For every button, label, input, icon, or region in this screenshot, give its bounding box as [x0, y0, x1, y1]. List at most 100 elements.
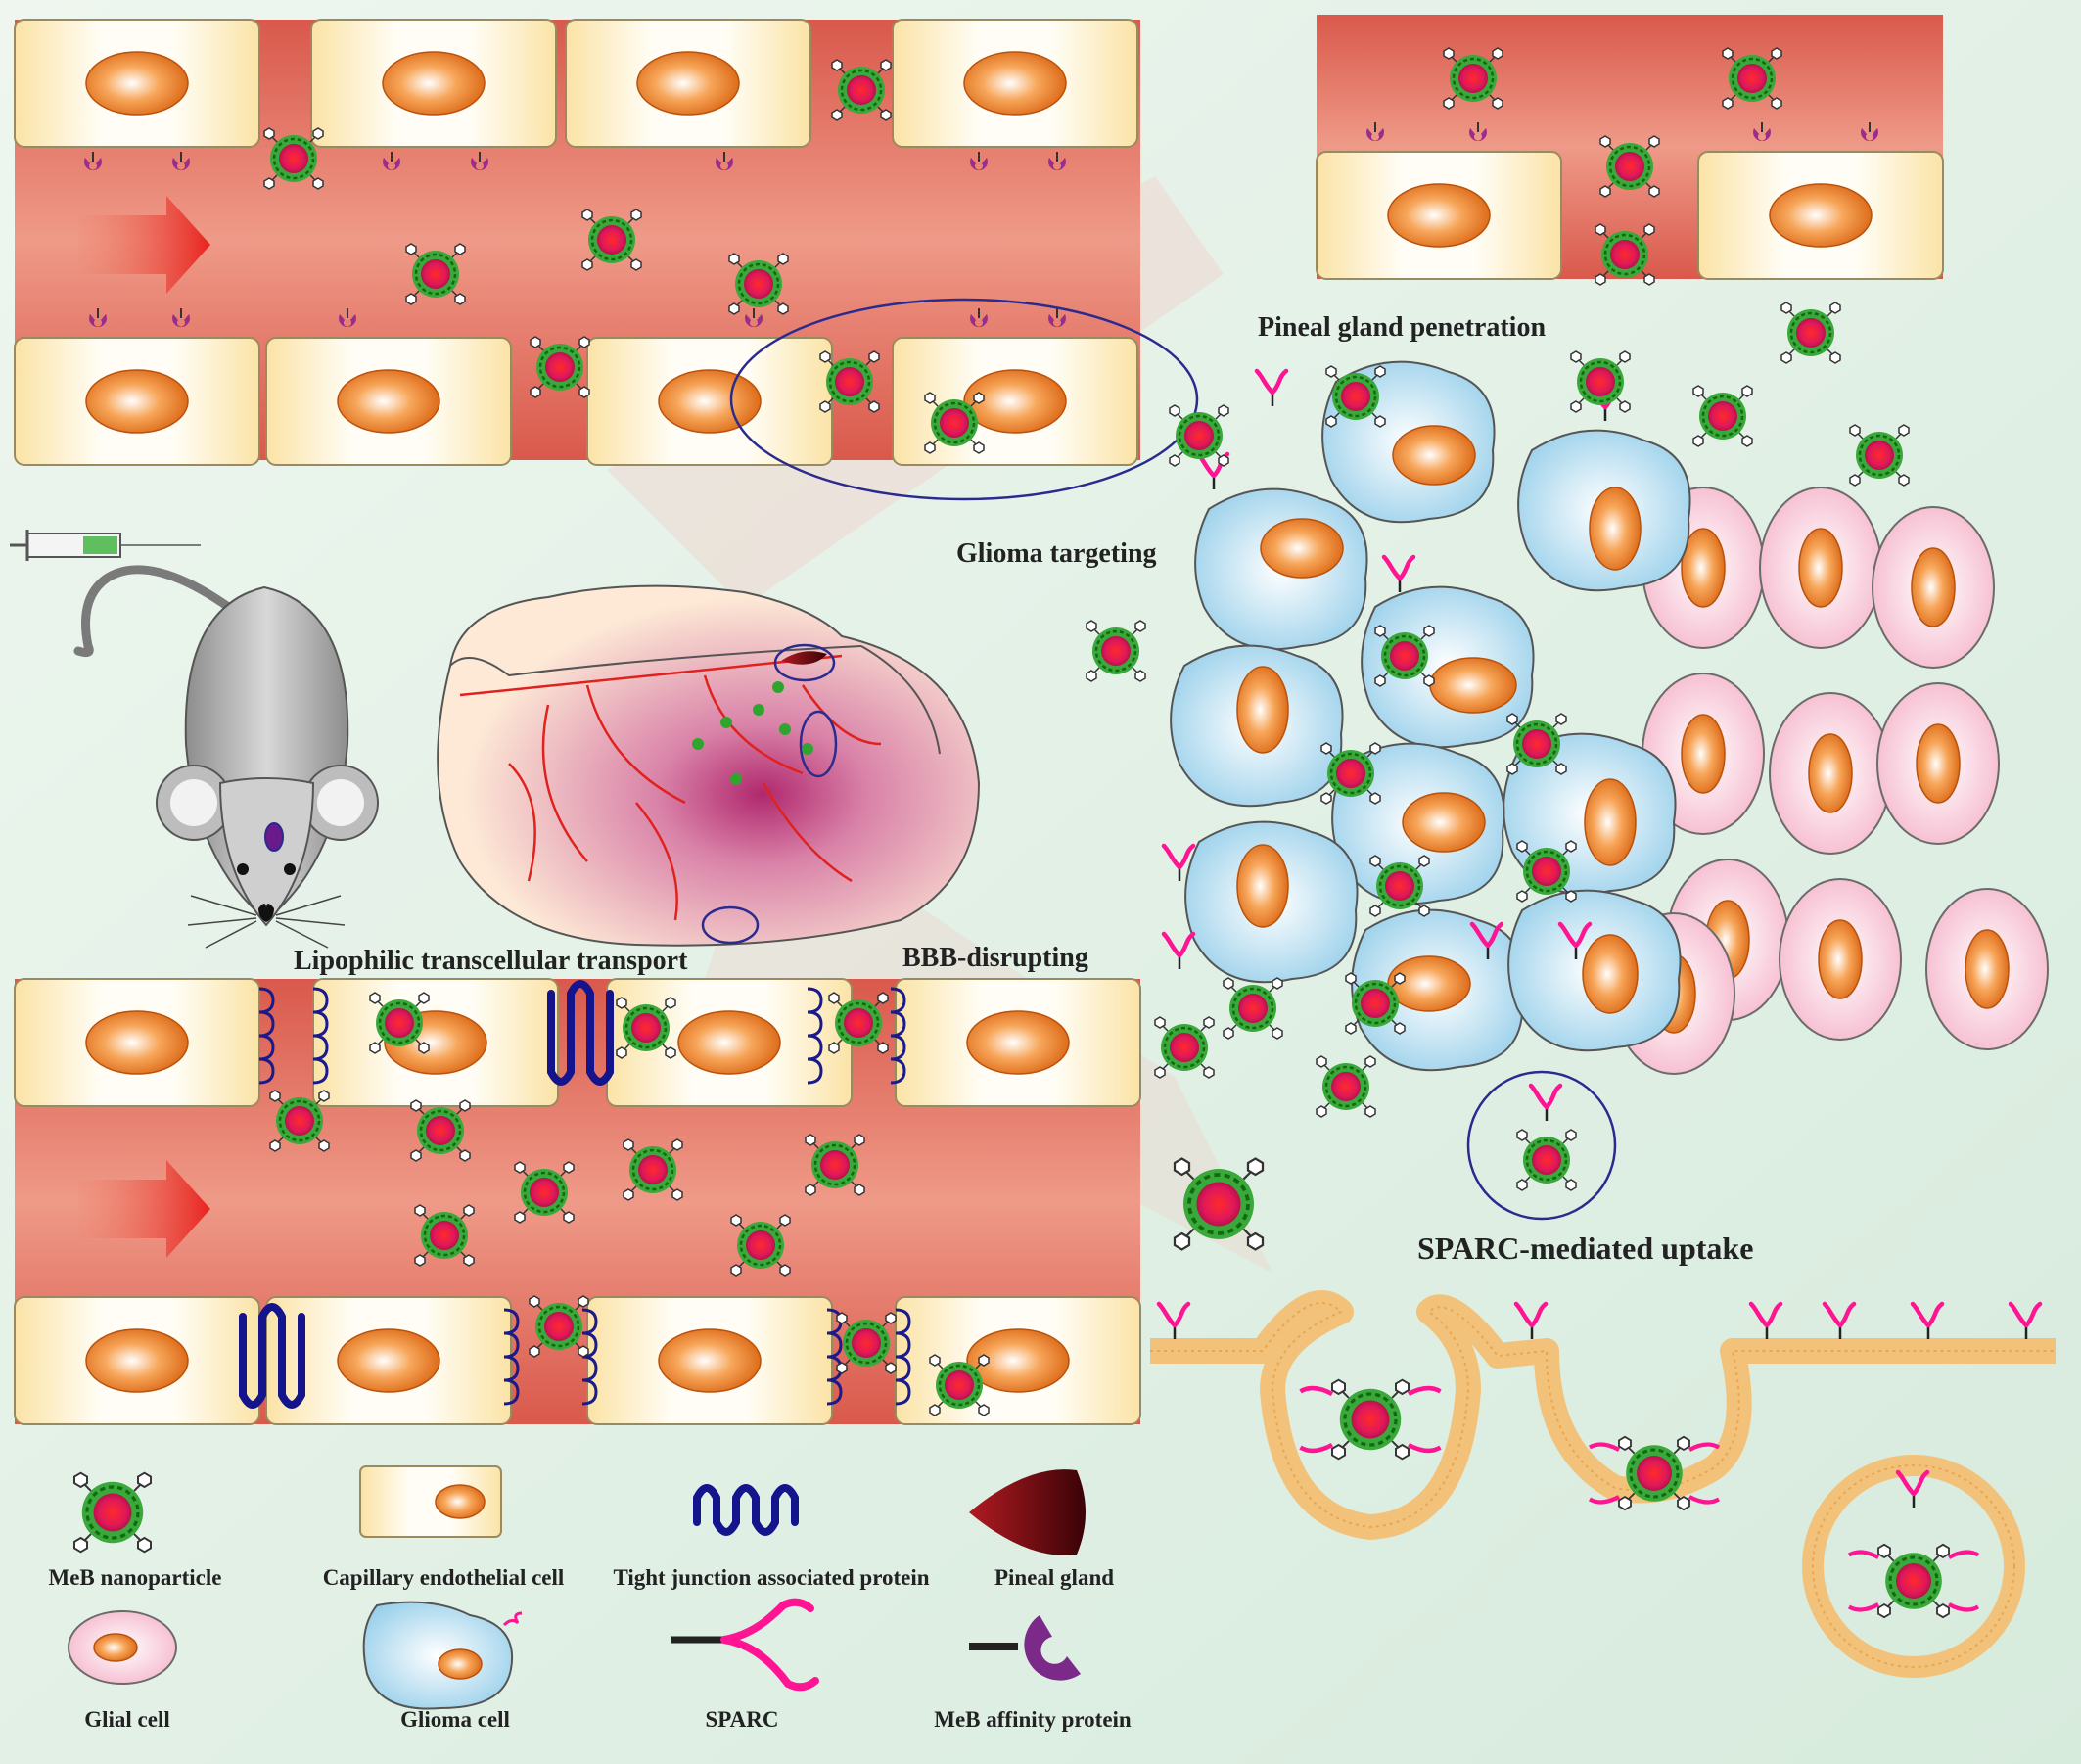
legend-sparc-icon [671, 1598, 819, 1692]
nanoparticle [1780, 301, 1842, 365]
legend-label: Tight junction associated protein [613, 1565, 929, 1590]
nanoparticle [368, 991, 431, 1055]
nanoparticle [513, 1160, 576, 1225]
nanoparticle [262, 126, 325, 191]
nanoparticle [928, 1353, 991, 1417]
mouse-illustration [10, 530, 379, 949]
nucleus [1236, 666, 1289, 754]
nanoparticle [1691, 384, 1754, 448]
nanoparticle [1569, 349, 1632, 414]
glial-cell [1769, 692, 1892, 855]
injection-site [264, 822, 284, 852]
nanoparticle [1721, 46, 1783, 111]
legend-affinity-protein-icon [969, 1615, 1081, 1681]
legend-nucleus [93, 1633, 138, 1662]
endocytic-vesicle-texture [1812, 1464, 2015, 1668]
flow-arrow-icon [78, 196, 210, 294]
endothelial-cell [586, 1296, 833, 1425]
nanoparticle [830, 58, 893, 122]
mouse-whiskers [187, 895, 346, 949]
legend-label: MeB nanoparticle [49, 1565, 222, 1590]
endothelial-cell [895, 978, 1141, 1107]
nanoparticle [615, 996, 677, 1060]
endothelial-cell [892, 19, 1138, 148]
brain-blood-vessels [459, 654, 882, 921]
mouse-tail [73, 565, 259, 658]
highlight-circle [773, 643, 836, 682]
pineal-gland-icon [781, 651, 827, 665]
nanoparticle [923, 391, 986, 455]
endothelial-cell [1316, 151, 1562, 280]
nanoparticle [1515, 1128, 1578, 1192]
mouse-eye [237, 863, 249, 875]
syringe-icon [10, 530, 201, 561]
legend-tight-junction-icon [693, 1484, 799, 1536]
nucleus [1392, 425, 1476, 486]
nanoparticle [835, 1311, 898, 1375]
nanoparticle [1848, 423, 1911, 487]
nanoparticle [529, 335, 591, 399]
brain-nanoparticles [692, 681, 813, 785]
nanoparticle-bound [1847, 1543, 1980, 1619]
brain-cortex [437, 584, 981, 947]
glial-cell [1872, 506, 1995, 669]
brain-illustration [437, 584, 981, 947]
mouse-nose [258, 904, 274, 922]
label-glioma-targeting: Glioma targeting [956, 538, 1157, 569]
endothelial-cell [565, 19, 811, 148]
vessel-top-left [14, 19, 1199, 501]
endothelial-cell [14, 1296, 260, 1425]
nanoparticle [818, 349, 881, 414]
legend-label: Pineal gland [994, 1565, 1114, 1590]
endothelial-cell [586, 337, 833, 466]
legend-label: MeB affinity protein [934, 1707, 1132, 1732]
nanoparticle [1442, 46, 1504, 111]
label-sparc-uptake: SPARC-mediated uptake [1417, 1230, 1753, 1266]
tissue-cluster: Glioma targeting [956, 349, 2049, 1221]
nucleus [1402, 792, 1486, 853]
nanoparticle [1368, 854, 1431, 918]
nanoparticle [729, 1213, 792, 1277]
nanoparticle [1168, 403, 1230, 468]
nanoparticle [622, 1137, 684, 1202]
nanoparticle [413, 1203, 476, 1268]
highlight-circle [729, 298, 1199, 501]
nanoparticle-bound [1299, 1378, 1442, 1461]
nanoparticle [580, 208, 643, 272]
mouse-eye [284, 863, 296, 875]
endothelial-cell [14, 978, 260, 1107]
nanoparticle [1594, 222, 1656, 287]
glial-cell [1779, 878, 1902, 1041]
pineal-zoom-panel: Pineal gland penetration [1258, 15, 1944, 365]
nanoparticle [804, 1133, 866, 1197]
nanoparticle [404, 242, 467, 306]
nanoparticle [1324, 364, 1387, 429]
legend: MeB nanoparticle Capillary endothelial c… [49, 1465, 1132, 1732]
glial-cell [1876, 682, 2000, 845]
legend-label: Glioma cell [400, 1707, 510, 1732]
nucleus [1582, 934, 1639, 1014]
mouse-ear-inner [317, 779, 364, 826]
nanoparticle [1344, 971, 1407, 1036]
glial-cell [1925, 888, 2049, 1050]
legend-glioma-sparc [502, 1611, 523, 1627]
brain-fissure [449, 645, 862, 677]
legend-label: Glial cell [84, 1707, 170, 1732]
nanoparticle [827, 991, 890, 1055]
nucleus [1236, 844, 1289, 928]
nanoparticle [1173, 1156, 1265, 1252]
nucleus [1584, 778, 1637, 866]
legend-nanoparticle-icon [72, 1471, 153, 1554]
highlight-circle [701, 905, 760, 945]
nanoparticle [268, 1089, 331, 1153]
nanoparticle [1153, 1015, 1216, 1080]
legend-pineal-gland-icon [969, 1469, 1086, 1555]
endothelial-cell [1697, 151, 1944, 280]
nucleus [1589, 487, 1642, 571]
legend-glioma-cell-icon [362, 1601, 514, 1710]
legend-label: SPARC [706, 1707, 779, 1732]
nucleus [1260, 518, 1344, 579]
endothelial-cell [310, 19, 557, 148]
